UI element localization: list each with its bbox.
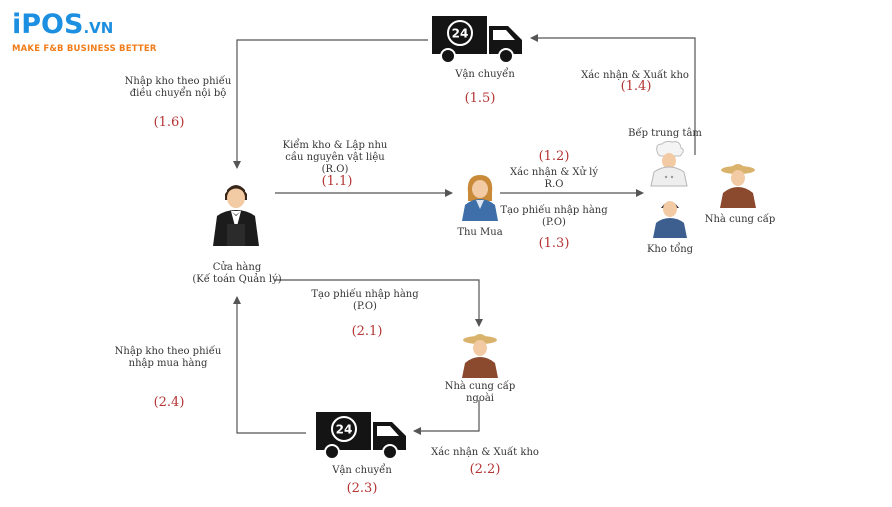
step-1-6-line2: điều chuyển nội bộ xyxy=(129,88,227,99)
supplier-icon xyxy=(720,164,756,208)
step-1-2-line2: R.O xyxy=(544,179,564,190)
step-1-2-label: Xác nhận & Xử lý R.O xyxy=(494,167,614,191)
step-1-3-label: Tạo phiếu nhập hàng (P.O) xyxy=(494,205,614,229)
step-1-3-line2: (P.O) xyxy=(542,217,566,228)
step-1-2-number: (1.2) xyxy=(538,149,570,164)
store-label: Cửa hàng (Kế toán Quản lý) xyxy=(182,262,292,286)
step-1-3-number: (1.3) xyxy=(538,236,570,251)
arrow-1-6 xyxy=(233,39,428,169)
step-2-1-line2: (P.O) xyxy=(353,301,377,312)
step-1-1-label: Kiểm kho & Lập nhu cầu nguyên vật liệu (… xyxy=(270,140,400,176)
step-1-4-label: Xác nhận & Xuất kho xyxy=(581,70,689,81)
step-1-5-number: (1.5) xyxy=(464,91,496,106)
logo-domain: .VN xyxy=(83,19,114,37)
external-supplier-line2: ngoài xyxy=(465,393,495,404)
step-1-1-number: (1.1) xyxy=(321,174,353,189)
step-2-1-number: (2.1) xyxy=(351,324,383,339)
step-1-6-line1: Nhập kho theo phiếu xyxy=(124,76,232,87)
logo-wordmark: iPOS.VN xyxy=(12,10,157,43)
step-1-1-line3: (R.O) xyxy=(321,164,349,175)
arrow-1-4 xyxy=(530,34,696,155)
step-2-1-line1: Tạo phiếu nhập hàng xyxy=(311,289,419,300)
supplier-label: Nhà cung cấp xyxy=(704,214,776,225)
step-1-2-line1: Xác nhận & Xử lý xyxy=(510,167,598,178)
step-2-1-label: Tạo phiếu nhập hàng (P.O) xyxy=(300,289,430,313)
step-1-6-label: Nhập kho theo phiếu điều chuyển nội bộ xyxy=(118,76,238,100)
purchasing-label: Thu Mua xyxy=(457,227,503,238)
step-1-1-line2: cầu nguyên vật liệu xyxy=(285,152,385,163)
external-supplier-label: Nhà cung cấp ngoài xyxy=(430,381,530,405)
external-supplier-line1: Nhà cung cấp xyxy=(444,381,516,392)
logo-tagline: MAKE F&B BUSINESS BETTER xyxy=(12,44,157,54)
step-1-3-line1: Tạo phiếu nhập hàng xyxy=(500,205,608,216)
chef-icon xyxy=(650,140,688,187)
step-1-6-number: (1.6) xyxy=(153,115,185,130)
transport-bottom-label: Vận chuyển xyxy=(332,465,392,476)
ipos-logo: iPOS.VN MAKE F&B BUSINESS BETTER xyxy=(12,10,157,55)
purchasing-icon xyxy=(462,175,498,221)
truck-icon-bottom: 24 xyxy=(316,412,406,460)
arrow-2-1 xyxy=(275,279,483,327)
store-subtitle: (Kế toán Quản lý) xyxy=(192,274,282,285)
step-2-2-number: (2.2) xyxy=(469,462,501,477)
warehouse-keeper-icon xyxy=(653,201,687,238)
step-2-4-label: Nhập kho theo phiếu nhập mua hàng xyxy=(108,346,228,370)
arrow-2-2 xyxy=(413,400,480,435)
step-2-4-number: (2.4) xyxy=(153,395,185,410)
step-1-4-number: (1.4) xyxy=(620,79,652,94)
external-supplier-icon xyxy=(462,334,498,378)
step-2-4-line1: Nhập kho theo phiếu xyxy=(114,346,222,357)
step-2-2-label: Xác nhận & Xuất kho xyxy=(431,447,539,458)
truck-top-badge: 24 xyxy=(452,27,469,41)
general-warehouse-label: Kho tổng xyxy=(646,244,694,255)
central-kitchen-label: Bếp trung tâm xyxy=(628,128,702,139)
step-2-3-number: (2.3) xyxy=(346,481,378,496)
step-2-4-line2: nhập mua hàng xyxy=(128,358,208,369)
step-1-1-line1: Kiểm kho & Lập nhu xyxy=(282,140,388,151)
truck-bottom-badge: 24 xyxy=(336,423,353,437)
truck-icon-top: 24 xyxy=(432,16,522,64)
store-title: Cửa hàng xyxy=(212,262,262,273)
transport-top-label: Vận chuyển xyxy=(455,69,515,80)
store-manager-icon xyxy=(213,185,259,246)
arrow-2-4 xyxy=(233,296,306,434)
logo-brand: iPOS xyxy=(12,9,84,40)
